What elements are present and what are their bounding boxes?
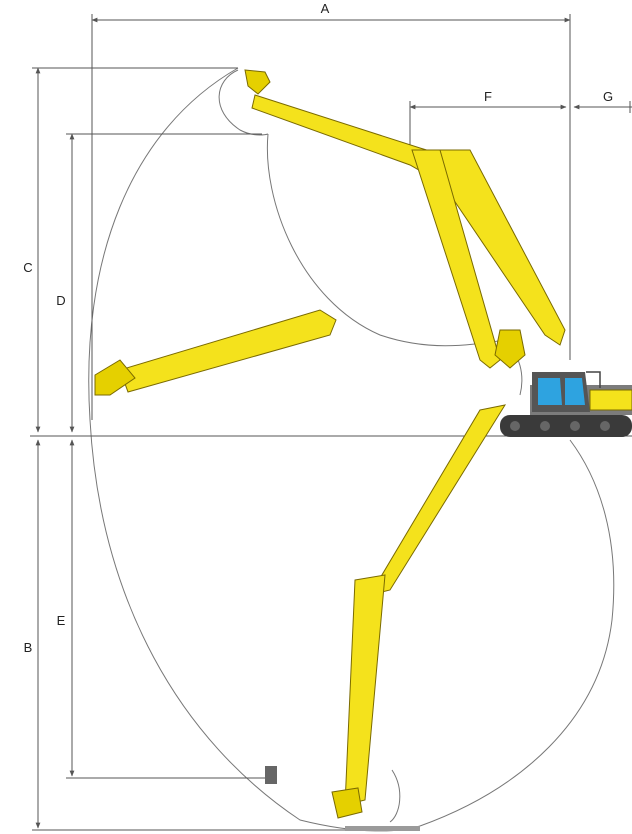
dim-label-b: B xyxy=(24,640,33,655)
bucket-marker xyxy=(265,766,277,784)
excavator-body xyxy=(500,371,632,437)
dimension-lines xyxy=(30,14,632,831)
track xyxy=(500,415,632,437)
dim-label-e: E xyxy=(57,613,66,628)
dim-label-c: C xyxy=(23,260,32,275)
boom-top-reach xyxy=(244,69,566,346)
dim-label-a: A xyxy=(321,1,330,16)
dim-label-g: G xyxy=(603,89,613,104)
dimension-label-group: A F G C D E B xyxy=(23,1,613,655)
boom-deep-dig xyxy=(331,404,507,819)
working-range-envelope xyxy=(88,67,615,832)
cab-glass xyxy=(538,378,562,405)
boom-left-reach xyxy=(94,309,337,396)
boom-folded-position xyxy=(411,149,526,369)
ground-hatch xyxy=(345,826,420,831)
dim-label-f: F xyxy=(484,89,492,104)
dim-label-d: D xyxy=(56,293,65,308)
boom-positions xyxy=(94,69,566,819)
